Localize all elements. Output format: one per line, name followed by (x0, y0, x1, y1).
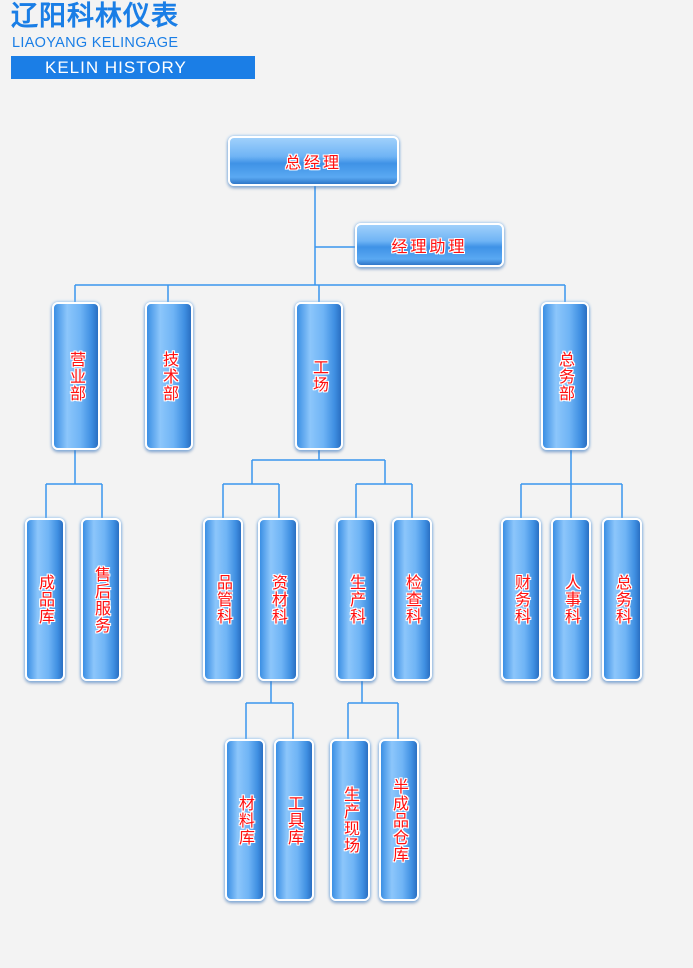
node-section: 生产科 (336, 518, 376, 681)
node-department: 工场 (295, 302, 343, 450)
node-section: 总务科 (602, 518, 642, 681)
node-label: 技术部 (160, 350, 179, 402)
node-department: 技术部 (145, 302, 193, 450)
node-label: 人事科 (562, 574, 581, 625)
node-label: 总务部 (556, 350, 575, 402)
node-subsection: 生产现场 (330, 739, 370, 901)
node-label: 资材科 (269, 574, 288, 625)
node-label: 总务科 (613, 574, 632, 625)
node-label: 品管科 (214, 574, 233, 625)
node-label: 生产科 (347, 574, 366, 625)
node-label: 检查科 (403, 574, 422, 625)
node-section: 成品库 (25, 518, 65, 681)
node-label: 半成品仓库 (390, 777, 409, 863)
logo-english: LIAOYANG KELINGAGE (12, 35, 179, 51)
node-section: 售后服务 (81, 518, 121, 681)
node-label: 工场 (310, 359, 329, 393)
node-label: 生产现场 (341, 786, 360, 854)
node-assistant: 经理助理 (355, 223, 504, 267)
node-section: 财务科 (501, 518, 541, 681)
logo-chinese: 辽阳科林仪表 (11, 1, 179, 32)
node-section: 资材科 (258, 518, 298, 681)
node-label: 营业部 (67, 350, 86, 402)
node-label: 售后服务 (92, 565, 111, 634)
node-department: 总务部 (541, 302, 589, 450)
node-department: 营业部 (52, 302, 100, 450)
node-label: 成品库 (36, 574, 55, 625)
node-subsection: 材料库 (225, 739, 265, 901)
node-section: 人事科 (551, 518, 591, 681)
node-section: 检查科 (392, 518, 432, 681)
node-label: 经理助理 (391, 237, 468, 256)
node-label: 总经理 (284, 153, 342, 172)
node-subsection: 半成品仓库 (379, 739, 419, 901)
node-label: 财务科 (512, 574, 531, 625)
node-section: 品管科 (203, 518, 243, 681)
node-label: 工具库 (285, 794, 304, 846)
node-subsection: 工具库 (274, 739, 314, 901)
node-label: 材料库 (236, 794, 255, 846)
node-ceo: 总经理 (228, 136, 399, 186)
section-banner: KELIN HISTORY (11, 56, 255, 79)
